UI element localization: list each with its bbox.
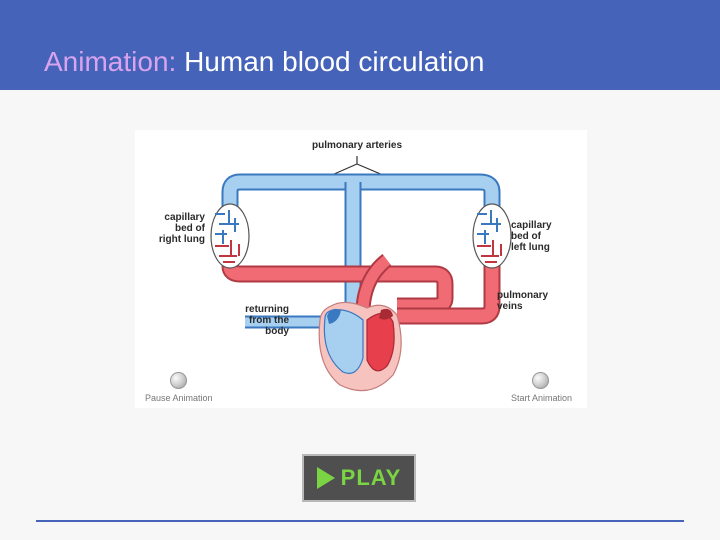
- start-animation-label: Start Animation: [511, 393, 573, 403]
- play-icon: [316, 467, 335, 489]
- label-right-lung-3: right lung: [158, 234, 205, 245]
- label-left-lung-1: capillary: [511, 220, 552, 231]
- title-prefix: Animation:: [44, 46, 177, 77]
- pulmonary-veins: [221, 252, 501, 325]
- circulation-animation: pulmonary arteries capillary bed of righ…: [135, 130, 587, 408]
- label-left-lung-2: bed of: [511, 231, 541, 242]
- play-button-label: PLAY: [340, 465, 402, 490]
- label-left-lung-3: left lung: [511, 242, 550, 253]
- label-veins-1: pulmonary: [497, 290, 549, 301]
- label-veins-2: veins: [497, 301, 523, 312]
- pause-animation-button[interactable]: [170, 372, 187, 389]
- label-right-lung-1: capillary: [164, 212, 205, 223]
- left-lung-capillaries: [472, 203, 512, 269]
- bottom-divider: [36, 520, 684, 522]
- label-returning-2: from the: [249, 315, 289, 326]
- heart: [318, 301, 402, 392]
- label-pulmonary-arteries: pulmonary arteries: [312, 140, 403, 151]
- title-main: Human blood circulation: [184, 46, 485, 77]
- play-button[interactable]: PLAY: [302, 454, 416, 502]
- right-lung-capillaries: [210, 203, 250, 269]
- label-right-lung-2: bed of: [175, 223, 205, 234]
- circulation-diagram: [210, 156, 512, 392]
- start-animation-button[interactable]: [532, 372, 549, 389]
- pause-animation-label: Pause Animation: [145, 393, 213, 403]
- label-returning-3: body: [265, 326, 289, 337]
- label-returning-1: returning: [245, 304, 289, 315]
- title-bar: [0, 0, 720, 90]
- slide-title: Animation: Human blood circulation: [44, 44, 484, 80]
